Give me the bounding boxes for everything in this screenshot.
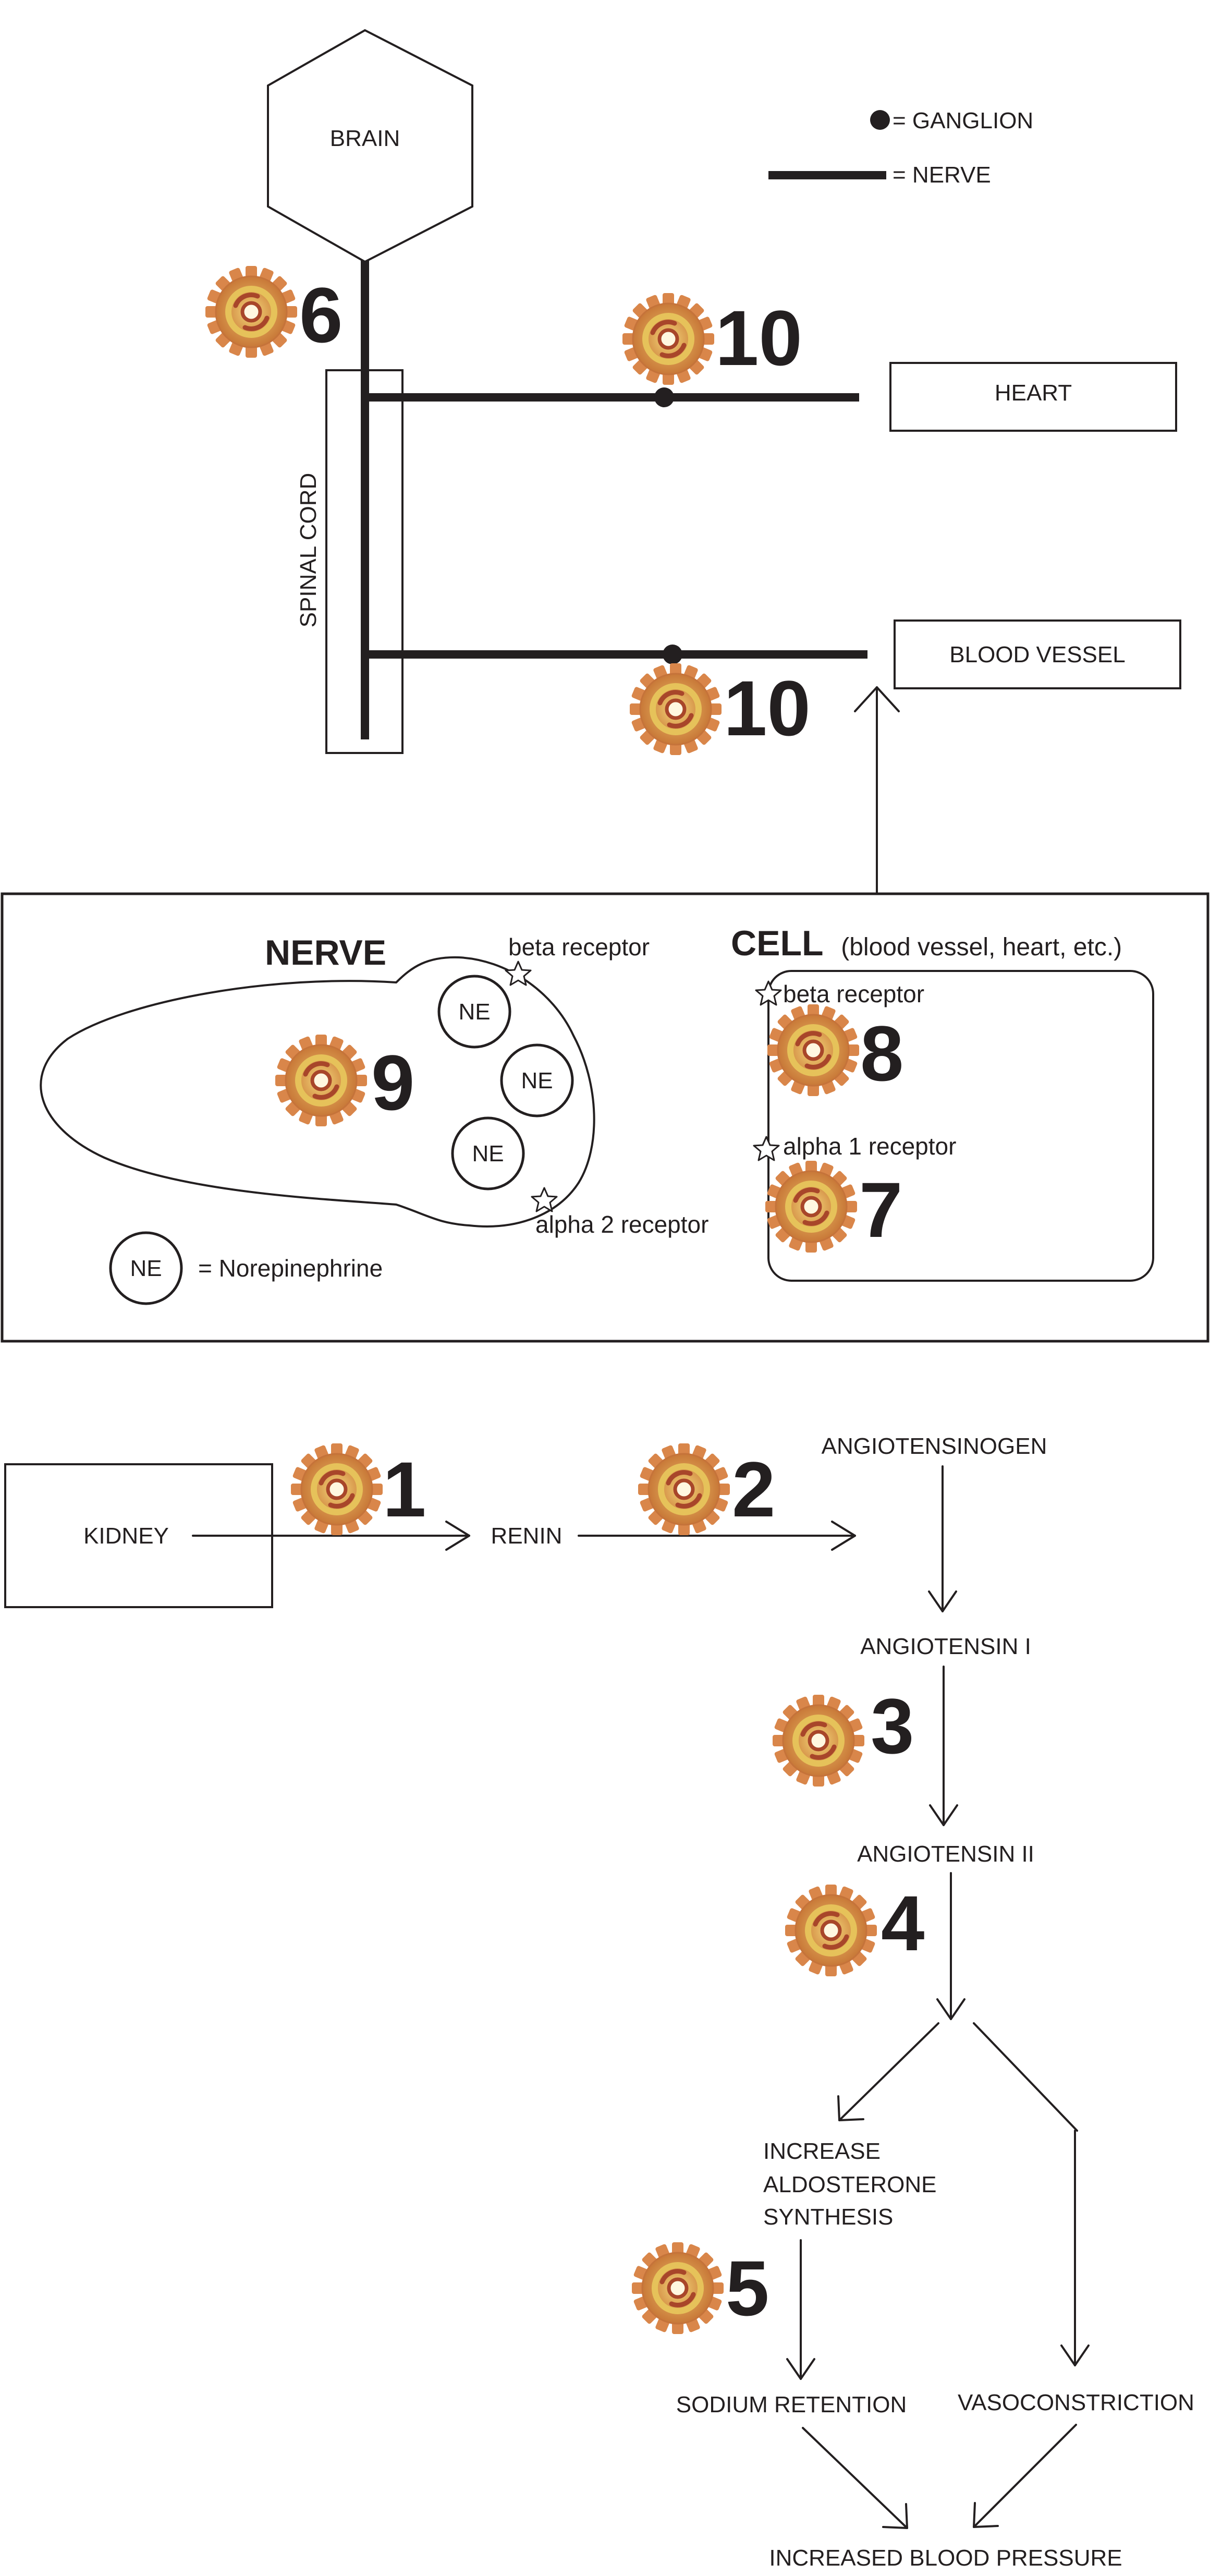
cell-title: CELL (blood vessel, heart, etc.) bbox=[731, 924, 1122, 963]
ang2-down-arrow bbox=[936, 1872, 965, 2020]
kidney-to-renin-arrow bbox=[192, 1521, 470, 1551]
heart-box bbox=[889, 362, 1177, 432]
aldosterone-to-sodium-arrow bbox=[786, 2239, 815, 2380]
split-to-aldosterone-arrow bbox=[837, 2022, 939, 2121]
aldosterone-line-3: SYNTHESIS bbox=[763, 2204, 893, 2230]
aldosterone-line-2: ALDOSTERONE bbox=[763, 2172, 937, 2197]
ang1-to-ang2-arrow bbox=[929, 1666, 958, 1826]
ne-vesicle bbox=[500, 1043, 574, 1117]
increased-bp-label: INCREASED BLOOD PRESSURE bbox=[769, 2545, 1122, 2571]
ne-legend-label: = Norepinephrine bbox=[198, 1255, 383, 1282]
gear-icon bbox=[205, 266, 297, 358]
marker-10-heart: 10 bbox=[715, 294, 802, 382]
angiotensin-1-label: ANGIOTENSIN I bbox=[860, 1634, 1031, 1659]
receptor-panel bbox=[1, 892, 1209, 1343]
renin-label: RENIN bbox=[491, 1523, 563, 1549]
marker-5: 5 bbox=[726, 2244, 769, 2332]
angiotensin-2-label: ANGIOTENSIN II bbox=[857, 1841, 1034, 1867]
gear-icon bbox=[638, 1443, 730, 1535]
vaso-to-bp-arrow bbox=[973, 2424, 1077, 2528]
ganglion-legend-dot bbox=[870, 110, 890, 130]
aldosterone-line-1: INCREASE bbox=[763, 2138, 881, 2164]
gear-icon bbox=[785, 1885, 877, 1976]
gear-icon bbox=[767, 1004, 859, 1096]
spinal-cord-label: SPINAL CORD bbox=[296, 473, 321, 628]
marker-7: 7 bbox=[859, 1166, 902, 1254]
nerve-outline bbox=[40, 956, 595, 1228]
marker-10-vessel: 10 bbox=[724, 664, 811, 752]
angiotensinogen-to-ang1-arrow bbox=[928, 1465, 957, 1612]
heart-label: HEART bbox=[995, 380, 1072, 406]
vasoconstriction-label: VASOCONSTRICTION bbox=[958, 2390, 1194, 2415]
blood-vessel-label: BLOOD VESSEL bbox=[949, 642, 1125, 667]
ganglion-legend-label: = GANGLION bbox=[893, 108, 1033, 133]
blood-vessel-box bbox=[894, 619, 1181, 689]
sodium-retention-label: SODIUM RETENTION bbox=[676, 2392, 907, 2417]
cell-alpha1-receptor-label: alpha 1 receptor bbox=[783, 1133, 956, 1160]
marker-3: 3 bbox=[871, 1682, 914, 1770]
gear-icon bbox=[622, 293, 714, 385]
gear-icon bbox=[275, 1035, 367, 1126]
vessel-ganglion bbox=[663, 645, 682, 664]
gear-icon bbox=[632, 2242, 724, 2334]
alpha1-receptor-star bbox=[753, 1136, 780, 1161]
marker-8: 8 bbox=[860, 1010, 903, 1097]
renin-to-angiotensinogen-arrow bbox=[578, 1521, 856, 1551]
cell-outline bbox=[767, 970, 1154, 1282]
heart-ganglion bbox=[654, 387, 674, 407]
marker-9: 9 bbox=[371, 1039, 414, 1126]
panel-to-vessel-arrow bbox=[854, 686, 900, 895]
cell-title-subtitle: (blood vessel, heart, etc.) bbox=[841, 933, 1122, 961]
cell-beta-receptor-label: beta receptor bbox=[783, 980, 924, 1007]
ne-legend-symbol: NE bbox=[130, 1256, 162, 1281]
split-to-vaso-arrow bbox=[973, 2022, 1090, 2366]
gear-icon bbox=[291, 1443, 383, 1535]
marker-4: 4 bbox=[881, 1879, 924, 1967]
ne-vesicle bbox=[451, 1116, 525, 1190]
nerve-alpha2-receptor-label: alpha 2 receptor bbox=[535, 1211, 708, 1238]
ne-legend-circle bbox=[109, 1231, 183, 1305]
sodium-to-bp-arrow bbox=[802, 2427, 908, 2529]
kidney-label: KIDNEY bbox=[83, 1523, 169, 1549]
angiotensinogen-label: ANGIOTENSINOGEN bbox=[822, 1433, 1047, 1459]
gear-icon bbox=[630, 663, 722, 755]
ne-vesicle-label: NE bbox=[521, 1068, 553, 1093]
nerve-beta-receptor-label: beta receptor bbox=[508, 933, 650, 961]
gear-icon bbox=[773, 1695, 864, 1787]
brain-label: BRAIN bbox=[330, 126, 400, 151]
nerve-legend-label: = NERVE bbox=[893, 162, 991, 188]
marker-1: 1 bbox=[383, 1445, 426, 1533]
nerve-title: NERVE bbox=[265, 933, 386, 973]
ne-vesicle-label: NE bbox=[472, 1141, 504, 1167]
marker-6: 6 bbox=[299, 271, 343, 359]
cell-title-main: CELL bbox=[731, 924, 823, 963]
ne-vesicle-label: NE bbox=[458, 999, 490, 1025]
marker-2: 2 bbox=[732, 1445, 775, 1533]
gear-icon bbox=[765, 1161, 857, 1253]
ne-vesicle bbox=[437, 975, 511, 1049]
